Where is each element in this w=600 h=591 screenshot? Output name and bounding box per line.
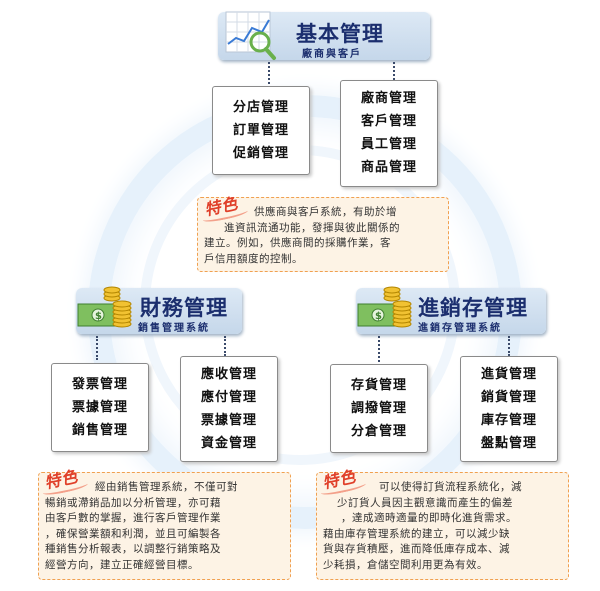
feature-line: 少耗損，倉儲空間利用更為有效。 — [323, 558, 488, 571]
box-item: 銷售管理 — [71, 423, 128, 438]
box-item: 分店管理 — [232, 100, 289, 115]
box-item: 應收管理 — [200, 367, 257, 382]
box-item: 調撥管理 — [350, 401, 407, 416]
feature-line: 少訂貨人員因主觀意識而產生的偏差 — [337, 496, 513, 509]
box-item: 存貨管理 — [350, 378, 407, 393]
inventory-title: 進銷存管理 — [418, 295, 528, 320]
chart-magnifier-icon — [225, 11, 276, 60]
finance-right-box: 應收管理 應付管理 票據管理 資金管理 — [180, 356, 278, 462]
box-item: 商品管理 — [360, 160, 417, 175]
feature-line: 可以使得訂貨流程系統化，減 — [379, 481, 522, 493]
box-item: 銷貨管理 — [480, 390, 537, 405]
inventory-feature-box: 可以使得訂貨流程系統化，減 少訂貨人員因主觀意識而產生的偏差 ，達成適時適量的即… — [316, 472, 569, 580]
feature-line: ，確保營業額和利潤，並且可編製各 — [45, 527, 221, 540]
money-coins-icon: $ — [357, 286, 412, 328]
finance-feature-tag: 特色 — [42, 463, 80, 494]
feature-line: 供應商與客戶系統，有助於增 — [254, 206, 397, 218]
connector-finance-right — [224, 336, 226, 356]
box-item: 票據管理 — [200, 413, 257, 428]
feature-line: 進資訊流通功能，發揮與彼此關係的 — [224, 221, 400, 234]
money-coins-icon: $ — [77, 286, 132, 328]
box-item: 廠商管理 — [360, 91, 417, 106]
finance-feature-box: 經由銷售管理系統，不僅可對 暢銷或滯銷品加以分析管理，亦可藉 由客戶數的掌握，進… — [38, 472, 291, 580]
inventory-subtitle: 進銷存管理系統 — [418, 323, 502, 334]
feature-line: 建立。例如，供應商間的採購作業，客 — [204, 237, 391, 249]
box-item: 庫存管理 — [480, 413, 537, 428]
finance-title: 財務管理 — [140, 295, 228, 320]
feature-line: 暢銷或滯銷品加以分析管理，亦可藉 — [45, 496, 221, 509]
feature-line: 經營方向，建立正確經營目標。 — [45, 558, 199, 571]
box-item: 客戶管理 — [360, 114, 417, 129]
basic-left-box: 分店管理 訂單管理 促銷管理 — [212, 86, 310, 175]
box-item: 資金管理 — [200, 436, 257, 451]
feature-line: 貨與存貨積壓，進而降低庫存成本、減 — [323, 543, 510, 555]
box-item: 發票管理 — [71, 377, 128, 392]
svg-text:$: $ — [375, 311, 382, 322]
feature-line: ，達成適時適量的即時化進貨需求。 — [341, 512, 517, 524]
box-item: 進貨管理 — [480, 367, 537, 382]
box-item: 促銷管理 — [232, 146, 289, 161]
feature-line: 藉由庫存管理系統的建立，可以減少缺 — [323, 527, 510, 540]
feature-line: 由客戶數的掌握，進行客戶管理作業 — [45, 512, 221, 524]
finance-left-box: 發票管理 票據管理 銷售管理 — [51, 363, 149, 452]
basic-management-title: 基本管理 — [296, 21, 384, 46]
connector-inventory-right — [508, 336, 510, 356]
box-item: 分倉管理 — [350, 424, 407, 439]
box-item: 員工管理 — [360, 137, 417, 152]
box-item: 票據管理 — [71, 400, 128, 415]
feature-line: 種銷售分析報表，以調整行銷策略及 — [45, 543, 221, 555]
basic-right-box: 廠商管理 客戶管理 員工管理 商品管理 — [340, 80, 438, 187]
basic-management-subtitle: 廠商與客戶 — [302, 49, 362, 60]
feature-line: 戶信用額度的控制。 — [204, 252, 303, 265]
connector-basic-right — [393, 62, 395, 80]
inventory-right-box: 進貨管理 銷貨管理 庫存管理 盤點管理 — [460, 356, 558, 462]
inventory-left-box: 存貨管理 調撥管理 分倉管理 — [330, 364, 428, 453]
box-item: 訂單管理 — [232, 123, 289, 138]
connector-finance-left — [96, 336, 98, 360]
connector-inventory-left — [378, 336, 380, 362]
box-item: 盤點管理 — [480, 436, 537, 451]
finance-subtitle: 銷售管理系統 — [138, 323, 210, 334]
svg-text:$: $ — [95, 311, 102, 322]
box-item: 應付管理 — [200, 390, 257, 405]
feature-line: 經由銷售管理系統，不僅可對 — [95, 481, 238, 493]
connector-basic-left — [268, 62, 270, 88]
